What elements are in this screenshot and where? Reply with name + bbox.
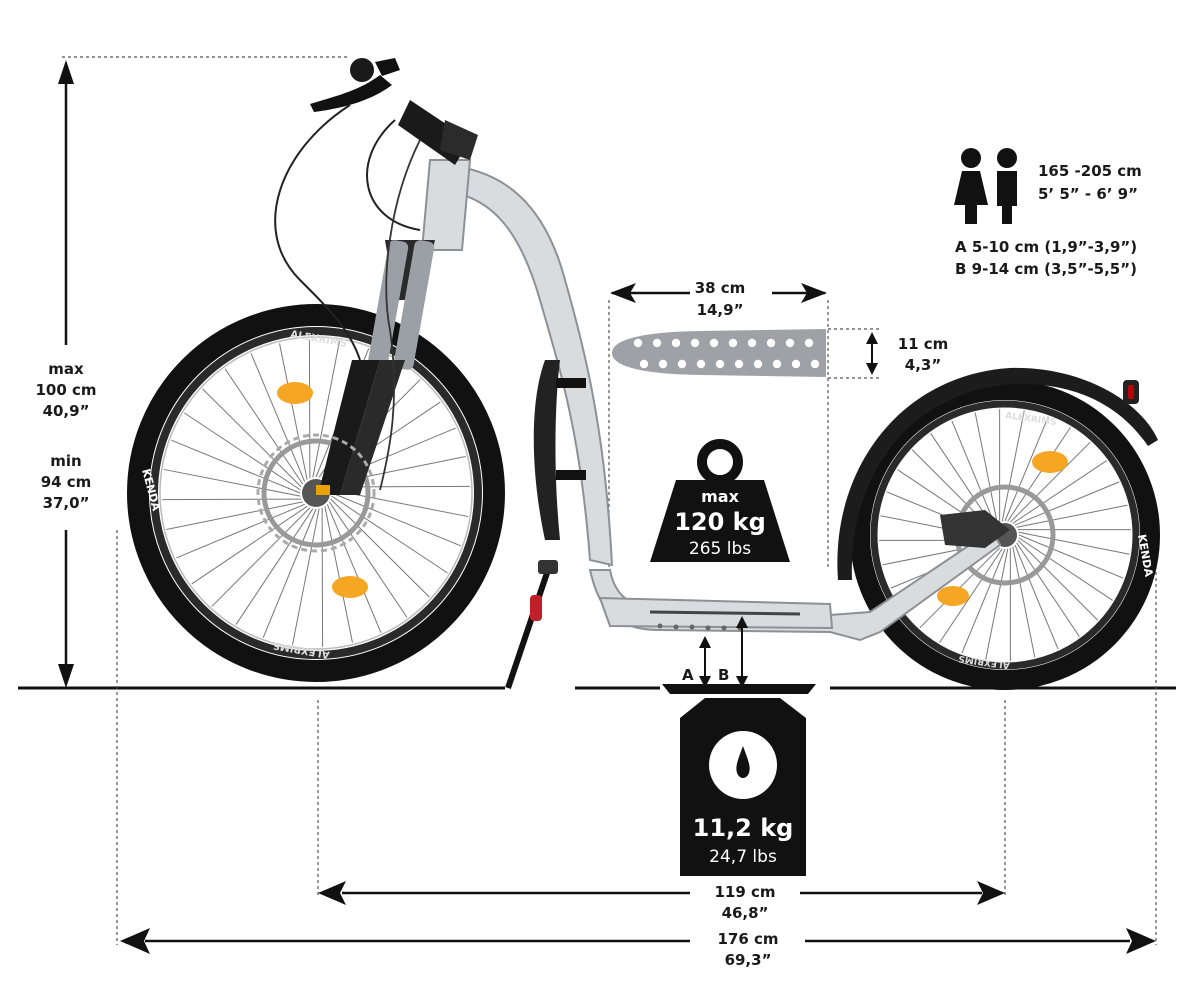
scooter-weight-lbs: 24,7 lbs — [709, 847, 777, 867]
rider-range-in: 5’ 5” - 6’ 9” — [1038, 185, 1138, 203]
front-reflector-bottom — [332, 576, 368, 598]
height-min-cm: 94 cm — [41, 473, 92, 491]
marker-a: A — [682, 666, 694, 684]
deck-hole — [773, 360, 781, 368]
deck-width-in: 4,3” — [905, 356, 941, 374]
spoke — [1015, 482, 1119, 525]
deck-plate-icon — [612, 329, 826, 377]
deck-length-dimension: 38 cm 14,9” — [610, 279, 827, 319]
deck-hole — [786, 339, 794, 347]
deck-hole — [710, 339, 718, 347]
scooter-weight-value: 11,2 kg — [693, 814, 794, 842]
total-length-in: 69,3” — [725, 951, 772, 969]
deck-hole — [735, 360, 743, 368]
wheelbase-in: 46,8” — [722, 904, 769, 922]
deck-hole — [678, 360, 686, 368]
deck-hole — [659, 360, 667, 368]
deck-hole — [748, 339, 756, 347]
height-min-in: 37,0” — [43, 494, 90, 512]
height-min-word: min — [50, 452, 81, 470]
rider-height-range: 165 -205 cm 5’ 5” - 6’ 9” — [1038, 162, 1142, 203]
max-load-word: max — [701, 487, 739, 506]
spoke — [1008, 427, 1071, 521]
height-max-in: 40,9” — [43, 402, 90, 420]
height-max-cm: 100 cm — [35, 381, 96, 399]
deck-height-b: B 9-14 cm (3,5”-5,5”) — [955, 260, 1137, 278]
deck-length-cm: 38 cm — [695, 279, 746, 297]
rear-light-lens — [1128, 385, 1134, 399]
total-length-cm: 176 cm — [717, 930, 778, 948]
deck-hole — [754, 360, 762, 368]
reference-lines — [62, 57, 1156, 945]
deck-length-in: 14,9” — [697, 301, 744, 319]
spoke — [325, 506, 353, 642]
deck-hole — [640, 360, 648, 368]
deck-hole — [691, 339, 699, 347]
spoke — [975, 413, 997, 524]
total-length-dimension: 176 cm 69,3” — [120, 928, 1156, 969]
rider-range-cm: 165 -205 cm — [1038, 162, 1142, 180]
spoke — [1017, 505, 1128, 527]
rear-reflector-top — [1032, 451, 1068, 473]
height-max-word: max — [48, 360, 84, 378]
spoke — [952, 421, 995, 525]
spoke — [1013, 547, 1035, 658]
wheelbase-cm: 119 cm — [714, 883, 775, 901]
height-labels: max 100 cm 40,9” min 94 cm 37,0” — [35, 360, 96, 512]
spoke — [1019, 532, 1130, 554]
deck-hole — [811, 360, 819, 368]
deck-hole — [767, 339, 775, 347]
spoke — [292, 509, 319, 645]
spoke — [1002, 410, 1024, 521]
max-load-value: 120 kg — [674, 508, 766, 536]
max-load-lbs: 265 lbs — [689, 539, 751, 559]
spoke — [1015, 545, 1058, 649]
deck-hole — [805, 339, 813, 347]
spoke — [164, 469, 300, 496]
deck-hole — [792, 360, 800, 368]
spoke — [1019, 538, 1113, 601]
deck-hole — [672, 339, 680, 347]
kickstand — [508, 560, 558, 688]
deck-height-a: A 5-10 cm (1,9”-3,9”) — [955, 238, 1137, 256]
deck-width-cm: 11 cm — [898, 335, 949, 353]
marker-b: B — [718, 666, 729, 684]
front-reflector-top — [277, 382, 313, 404]
frame — [422, 160, 1000, 640]
deck-hole — [716, 360, 724, 368]
deck-height-legend: A 5-10 cm (1,9”-3,9”) B 9-14 cm (3,5”-5,… — [955, 238, 1137, 278]
deck-hole — [729, 339, 737, 347]
deck-hole — [634, 339, 642, 347]
wheelbase-dimension: 119 cm 46,8” — [318, 881, 1005, 922]
deck-width-dimension: 11 cm 4,3” — [866, 332, 948, 375]
spoke — [986, 549, 1008, 660]
spoke — [166, 502, 302, 530]
spoke — [280, 343, 308, 479]
rider-pair-icon — [954, 148, 1017, 224]
rear-reflector-bottom — [937, 586, 969, 606]
rear-wheel: KENDA ALEXRIMS ALEXRIMS — [860, 390, 1155, 680]
deck-hole — [653, 339, 661, 347]
deck-hole — [697, 360, 705, 368]
